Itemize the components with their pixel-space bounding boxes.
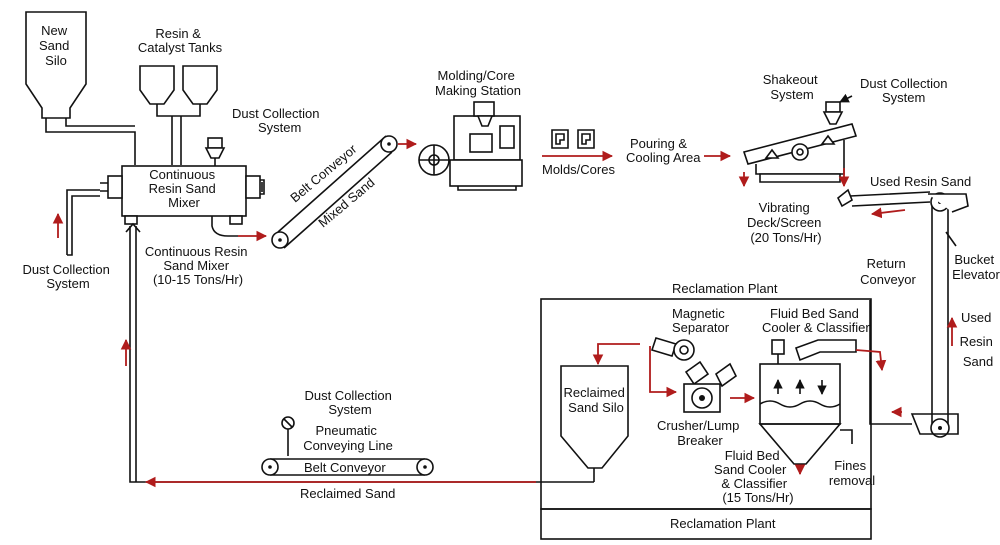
dust-collection-mixer-label: Dust Collection System [232, 106, 323, 135]
silo-feed-line-2 [65, 118, 135, 127]
pouring-cooling-label: Pouring & Cooling Area [626, 136, 701, 165]
used-resin-sand-side-label: Used Resin Sand [960, 310, 997, 369]
reclaimed-sand-silo-label: Reclaimed Sand Silo [563, 385, 628, 415]
used-resin-sand-top-label: Used Resin Sand [870, 174, 971, 189]
mixer-caption: Continuous Resin Sand Mixer (10-15 Tons/… [145, 244, 251, 287]
vibrating-deck-label: Vibrating Deck/Screen (20 Tons/Hr) [747, 200, 825, 245]
dust-collection-mixer: Dust Collection System [204, 106, 323, 166]
mixer-body-label: Continuous Resin Sand Mixer [149, 167, 220, 210]
mixed-sand-label: Mixed Sand [315, 175, 377, 231]
dust-collection-shakeout-label: Dust Collection System [860, 76, 951, 105]
return-line-arrowhead [125, 222, 141, 233]
return-conveyor-label: Return Conveyor [860, 256, 916, 287]
fines-removal-label: Fines removal [829, 458, 875, 488]
pneumatic-dust-collector [281, 416, 295, 456]
to-silo-flow [592, 343, 640, 366]
molding-station-label: Molding/Core Making Station [435, 68, 521, 98]
reclaimed-sand-label: Reclaimed Sand [300, 486, 395, 501]
magnetic-separator-label: Magnetic Separator [672, 306, 730, 335]
shakeout-label: Shakeout System [763, 72, 822, 102]
fluid-bed-top-label: Fluid Bed Sand Cooler & Classifier [762, 306, 870, 335]
continuous-resin-sand-mixer: Continuous Resin Sand Mixer [100, 165, 265, 237]
fluid-bed-exhaust-flow [855, 349, 887, 372]
dust-duct-left [66, 189, 100, 256]
reclamation-plant-base [540, 508, 872, 540]
reclaimed-sand-silo [560, 365, 629, 482]
reclamation-plant-bottom-label: Reclamation Plant [670, 516, 776, 531]
to-crusher-flow [649, 346, 678, 398]
dust-shakeout-pointer [839, 93, 853, 103]
pneumatic-line-label: Pneumatic Conveying Line [303, 423, 393, 453]
resin-catalyst-tanks-label: Resin & Catalyst Tanks [138, 26, 223, 55]
magnetic-separator [650, 337, 695, 361]
crusher-lump-breaker [683, 360, 738, 413]
dust-collection-left-label: Dust Collection System [22, 262, 113, 291]
return-chute [836, 188, 853, 208]
belt-conveyor-lower [261, 458, 434, 476]
new-sand-silo: New Sand Silo [25, 11, 87, 119]
fluid-bed-cooler [758, 339, 857, 465]
shakeout-unit [742, 101, 858, 183]
silo-feed-line [45, 118, 136, 165]
return-conveyor-belt [849, 191, 931, 207]
elevator-feed-line [869, 300, 912, 425]
bucket-elevator [910, 192, 969, 438]
return-flow-arrow [870, 207, 906, 219]
dust-collection-pneumatic-label: Dust Collection System [304, 388, 395, 417]
resin-catalyst-tanks: Resin & Catalyst Tanks [138, 26, 223, 165]
fluid-bed-bottom-label: Fluid Bed Sand Cooler & Classifier (15 T… [714, 448, 794, 505]
bucket-elevator-label: Bucket Elevator [952, 252, 1000, 282]
belt-conveyor-bottom-label: Belt Conveyor [304, 460, 386, 475]
molds-cores-label: Molds/Cores [542, 162, 615, 177]
belt-conveyor-upper [271, 135, 398, 249]
molding-station-machine [418, 101, 523, 191]
crusher-label: Crusher/Lump Breaker [657, 418, 743, 448]
new-sand-silo-label: New Sand Silo [39, 23, 73, 68]
reclamation-plant-top-label: Reclamation Plant [672, 281, 778, 296]
molds-cores [551, 129, 595, 149]
